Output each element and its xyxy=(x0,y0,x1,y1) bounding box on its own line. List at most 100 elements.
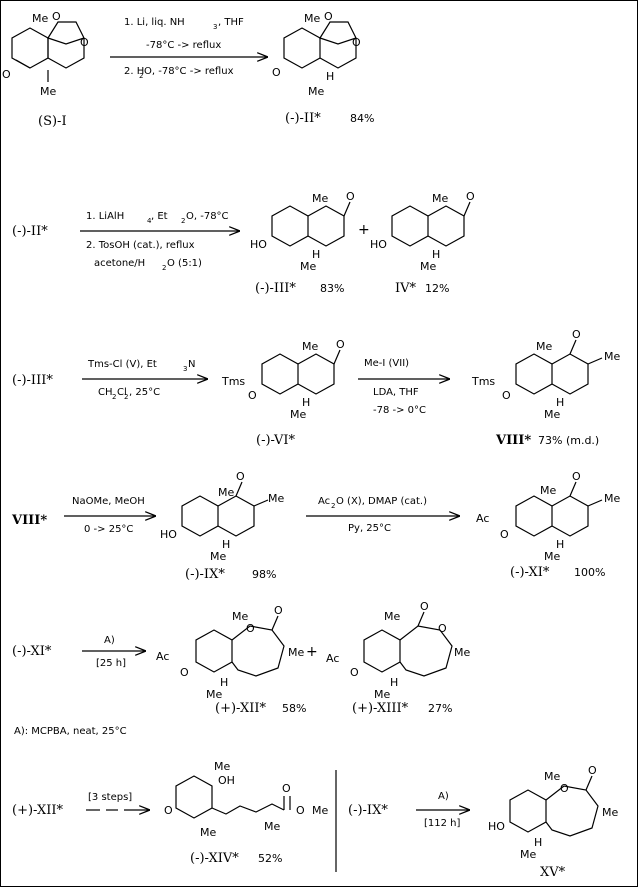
ac-label: Ac xyxy=(156,650,169,663)
me-label: Me xyxy=(264,820,280,833)
me-label: Me xyxy=(32,12,48,25)
me-label: Me xyxy=(536,340,552,353)
me-label: Me xyxy=(604,492,620,505)
ho-label: HO xyxy=(370,238,387,251)
tms-label: Tms xyxy=(221,375,245,388)
ketone-o-label: O xyxy=(2,68,11,81)
ho-label: HO xyxy=(160,528,177,541)
condition-text: 2. TosOH (cat.), reflux xyxy=(86,240,195,251)
product-label: (+)-XIII* xyxy=(352,701,409,716)
o-label: O xyxy=(420,600,429,613)
me-label: Me xyxy=(304,12,320,25)
me-label: Me xyxy=(210,550,226,563)
start-label: (-)-IX* xyxy=(348,803,388,818)
condition-text: Cl xyxy=(117,387,127,398)
condition-sub: 2 xyxy=(331,502,335,510)
product-yield: 58% xyxy=(282,702,306,715)
condition-text: Py, 25°C xyxy=(348,523,391,534)
product-label: VIII* xyxy=(495,433,531,448)
intermediate-yield: 98% xyxy=(252,568,276,581)
me-label: Me xyxy=(302,340,318,353)
compound-XI: O Me Me Ac O Me H xyxy=(476,470,620,563)
me-label: Me xyxy=(604,350,620,363)
product-label: (-)-XIV* xyxy=(190,851,239,866)
o-label: O xyxy=(164,804,173,817)
condition-text: N xyxy=(188,359,195,370)
o-label: O xyxy=(466,190,475,203)
condition-text: -78°C -> reflux xyxy=(146,40,221,51)
o-label: O xyxy=(352,36,361,49)
condition-text: 1. Li, liq. NH xyxy=(124,17,185,28)
condition-sub: 3 xyxy=(213,23,217,31)
o-label: O xyxy=(438,622,447,635)
h-label: H xyxy=(556,396,564,409)
o-label: O xyxy=(296,804,305,817)
start-label: (-)-III* xyxy=(12,373,53,388)
condition-sub: 3 xyxy=(183,365,187,373)
me-label: Me xyxy=(214,760,230,773)
product-yield: 83% xyxy=(320,282,344,295)
condition-text: CH xyxy=(98,387,113,398)
compound-IV: O Me HO Me H xyxy=(370,190,475,273)
h-label: H xyxy=(220,676,228,689)
h-label: H xyxy=(312,248,320,261)
me-label: Me xyxy=(288,646,304,659)
me-label: Me xyxy=(300,260,316,273)
o-label: O xyxy=(588,764,597,777)
me-label: Me xyxy=(544,550,560,563)
plus-sign: + xyxy=(306,644,318,660)
o-label: O xyxy=(502,389,511,402)
condition-text: 2. H xyxy=(124,66,144,77)
start-label: (S)-I xyxy=(38,114,67,129)
o-label: O xyxy=(282,782,291,795)
condition-sub: 2 xyxy=(124,393,128,401)
o-label: O xyxy=(180,666,189,679)
me-label: Me xyxy=(312,192,328,205)
condition-text: [25 h] xyxy=(96,658,126,669)
product-yield: 27% xyxy=(428,702,452,715)
condition-text: Me-I (VII) xyxy=(364,358,409,369)
condition-sub: 2 xyxy=(181,217,185,225)
condition-text: A) xyxy=(438,791,449,802)
product-yield: 52% xyxy=(258,852,282,865)
condition-text: , THF xyxy=(218,17,244,28)
condition-text: Ac xyxy=(318,496,330,507)
me-label: Me xyxy=(544,408,560,421)
h-label: H xyxy=(302,396,310,409)
me-label: Me xyxy=(218,486,234,499)
ac-label: Ac xyxy=(326,652,339,665)
footnote: A): MCPBA, neat, 25°C xyxy=(14,726,127,737)
ac-label: Ac xyxy=(476,512,489,525)
h-label: H xyxy=(432,248,440,261)
condition-text: , 25°C xyxy=(129,387,160,398)
o-label: O xyxy=(350,666,359,679)
tms-label: Tms xyxy=(471,375,495,388)
me-label: Me xyxy=(308,85,324,98)
product-yield: 84% xyxy=(350,112,374,125)
me-label: Me xyxy=(540,484,556,497)
product-label: (-)-III* xyxy=(255,281,296,296)
condition-sub: 2 xyxy=(112,393,116,401)
me-label: Me xyxy=(384,610,400,623)
condition-sub: 2 xyxy=(162,264,166,272)
o-label: O xyxy=(272,66,281,79)
product-label: IV* xyxy=(395,281,417,296)
product-yield: 100% xyxy=(574,566,605,579)
compound-XIII: O O Me Me Ac O Me H xyxy=(326,600,470,701)
compound-IX: O Me Me HO Me H xyxy=(160,470,284,563)
condition-text: [112 h] xyxy=(424,818,461,829)
compound-XII: O O Me Me Ac O Me H xyxy=(156,604,304,701)
oh-label: OH xyxy=(218,774,235,787)
o-label: O xyxy=(236,470,245,483)
intermediate-label: (-)-IX* xyxy=(185,567,225,582)
ho-label: HO xyxy=(488,820,505,833)
h-label: H xyxy=(222,538,230,551)
condition-text: O, -78°C xyxy=(186,211,229,222)
o-label: O xyxy=(560,782,569,795)
condition-sub: 2 xyxy=(139,72,143,80)
me-label: Me xyxy=(544,770,560,783)
o-label: O xyxy=(346,190,355,203)
o-label: O xyxy=(246,622,255,635)
me-label: Me xyxy=(200,826,216,839)
